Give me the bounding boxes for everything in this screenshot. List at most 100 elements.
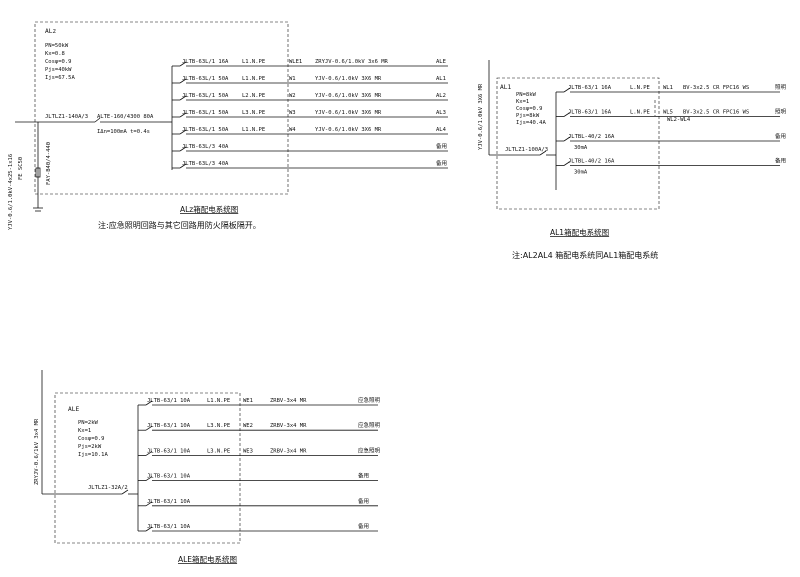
alz-destination-label: 备用 [436, 142, 447, 150]
alz-incoming-cable: YJV-0.6/1.0kV-4x25-1x16 [8, 154, 14, 230]
alz-note: 注:应急照明回路与其它回路用防火隔板隔开。 [98, 220, 261, 230]
al1-breaker-icon [563, 112, 571, 117]
alz-phase-label: L1.N.PE [242, 59, 265, 65]
alz-conduit: FE SC50 [18, 157, 24, 180]
alz-breaker-icon [179, 163, 187, 169]
alz-loop-label: WLE1 [289, 59, 302, 65]
alz-panel-name: ALz [45, 28, 56, 35]
al1-param: Cosφ=0.9 [516, 106, 543, 112]
ale-cable-label: ZRBV-3x4 MR [270, 398, 307, 404]
alz-destination-label: 备用 [436, 159, 447, 167]
alz-breaker-icon [179, 112, 187, 118]
alz-breaker-icon [179, 129, 187, 135]
ale-breaker-icon [145, 425, 153, 431]
alz-diagram: ALz PN=50kW Kx=0.8 Cosφ=0.9 Pjs=40kW Ijs… [8, 21, 448, 230]
alz-param: Pjs=40kW [45, 67, 72, 73]
alz-loop-label: W4 [289, 127, 296, 133]
ale-destination-label: 备用 [358, 497, 369, 505]
ale-param: Ijs=10.1A [78, 452, 108, 458]
al1-destination-label: 照明 [775, 84, 787, 91]
al1-rcd-label: 30mA [574, 145, 588, 151]
ale-phase-label: L3.N.PE [207, 423, 230, 429]
al1-panel-boundary [496, 77, 660, 210]
alz-param: Cosφ=0.9 [45, 59, 72, 65]
alz-phase-label: L1.N.PE [242, 127, 265, 133]
ale-destination-label: 应急照明 [358, 446, 381, 454]
al1-spare-label: WL2-WL4 [667, 117, 691, 123]
al1-loop-label: WL5 [663, 110, 673, 116]
al1-circuits: JLTB-63/1 16A L.N.PE WL1 BV-3x2.5 CR FPC16 … [556, 84, 787, 176]
ale-param: PN=2kW [78, 420, 99, 426]
alz-surge-arrester [35, 167, 41, 178]
ale-breaker-label: JLTB-63/1 10A [147, 448, 191, 454]
ale-breaker-switch [121, 489, 129, 495]
alz-breaker-label: JLTB-63L/3 40A [182, 161, 229, 167]
ale-destination-label: 应急照明 [358, 396, 381, 404]
ale-breaker-label: JLTB-63/1 10A [147, 398, 191, 404]
alz-breaker-switch [94, 117, 101, 123]
ale-cable-label: ZRBV-3x4 MR [270, 448, 307, 454]
alz-spd: ALTE-160/4300 80A [97, 114, 154, 120]
alz-phase-label: L3.N.PE [242, 110, 265, 116]
alz-param: Kx=0.8 [45, 51, 65, 57]
ale-destination-label: 应急照明 [358, 421, 381, 429]
ale-panel-name: ALE [68, 406, 79, 413]
alz-destination-label: AL3 [436, 110, 446, 116]
alz-breaker-icon [179, 61, 187, 67]
ale-title: ALE箱配电系统图 [178, 554, 237, 564]
alz-params: PN=50kW Kx=0.8 Cosφ=0.9 Pjs=40kW Ijs=67.… [45, 43, 75, 81]
al1-destination-label: 照明 [775, 109, 787, 116]
alz-surge-label: FAY-B40/4-440 [46, 142, 52, 185]
alz-destination-label: AL1 [436, 76, 446, 82]
ale-phase-label: L1.N.PE [207, 398, 230, 404]
alz-breaker-label: JLTB-63L/1 50A [182, 127, 229, 133]
al1-diagram: AL1 PN=8kW Kx=1 Cosφ=0.9 Pjs=8kW Ijs=40.… [478, 60, 787, 260]
alz-cable-label: YJV-0.6/1.0kV 3X6 MR [315, 110, 382, 116]
al1-breaker-label: JLTB-63/1 16A [568, 85, 612, 91]
alz-breaker-label: JLTB-63L/1 50A [182, 93, 229, 99]
al1-breaker-label: JLTBL-40/2 16A [568, 159, 615, 165]
al1-cable-label: BV-3x2.5 CR FPC16 WS [683, 85, 749, 91]
ale-params: PN=2kW Kx=1 Cosφ=0.9 Pjs=2kW Ijs=10.1A [78, 420, 108, 458]
alz-param: Ijs=67.5A [45, 75, 75, 81]
al1-circuit-row: JLTB-63/1 16A L.N.PE WL1 BV-3x2.5 CR FPC16 … [556, 84, 787, 93]
alz-circuit-row: JLTB-63L/3 40A 备用 [172, 159, 448, 169]
ale-breaker-icon [145, 476, 153, 481]
al1-breaker-label: JLTBL-40/2 16A [568, 134, 615, 140]
ale-breaker-label: JLTB-63/1 10A [147, 524, 191, 530]
al1-breaker-switch [539, 150, 547, 156]
alz-breaker-icon [179, 95, 187, 101]
al1-phase-label: L.N.PE [630, 85, 650, 91]
alz-cable-label: YJV-0.6/1.0kV 3X6 MR [315, 93, 382, 99]
al1-param: Ijs=40.4A [516, 120, 546, 126]
al1-breaker-label: JLTB-63/1 16A [568, 110, 612, 116]
alz-cable-label: YJV-0.6/1.0kV 3X6 MR [315, 76, 382, 82]
alz-breaker-icon [179, 78, 187, 84]
al1-loop-label: WL1 [663, 85, 673, 91]
al1-param: PN=8kW [516, 92, 537, 98]
ale-breaker-label: JLTB-63/1 10A [147, 474, 191, 480]
ale-cable-label: ZRBV-3x4 MR [270, 423, 307, 429]
al1-phase-label: L.N.PE [630, 110, 650, 116]
ale-breaker-icon [145, 400, 153, 406]
al1-incoming-cable: YJV-0.6/1.0kV 3X6 MR [478, 83, 484, 150]
al1-title: AL1箱配电系统图 [550, 227, 609, 237]
alz-breaker-label: JLTB-63L/1 16A [182, 59, 229, 65]
ale-breaker-icon [145, 451, 153, 456]
al1-rcd-label: 30mA [574, 170, 588, 176]
ale-breaker-icon [145, 501, 153, 507]
alz-main-breaker: JLTLZ1-140A/3 [45, 114, 88, 120]
ale-incoming-cable: ZRYJV-0.6/1kV 3x4 MR [34, 418, 40, 485]
al1-main-breaker: JLTLZ1-100A/3 [505, 147, 548, 153]
alz-loop-label: W3 [289, 110, 296, 116]
al1-breaker-icon [563, 161, 571, 166]
